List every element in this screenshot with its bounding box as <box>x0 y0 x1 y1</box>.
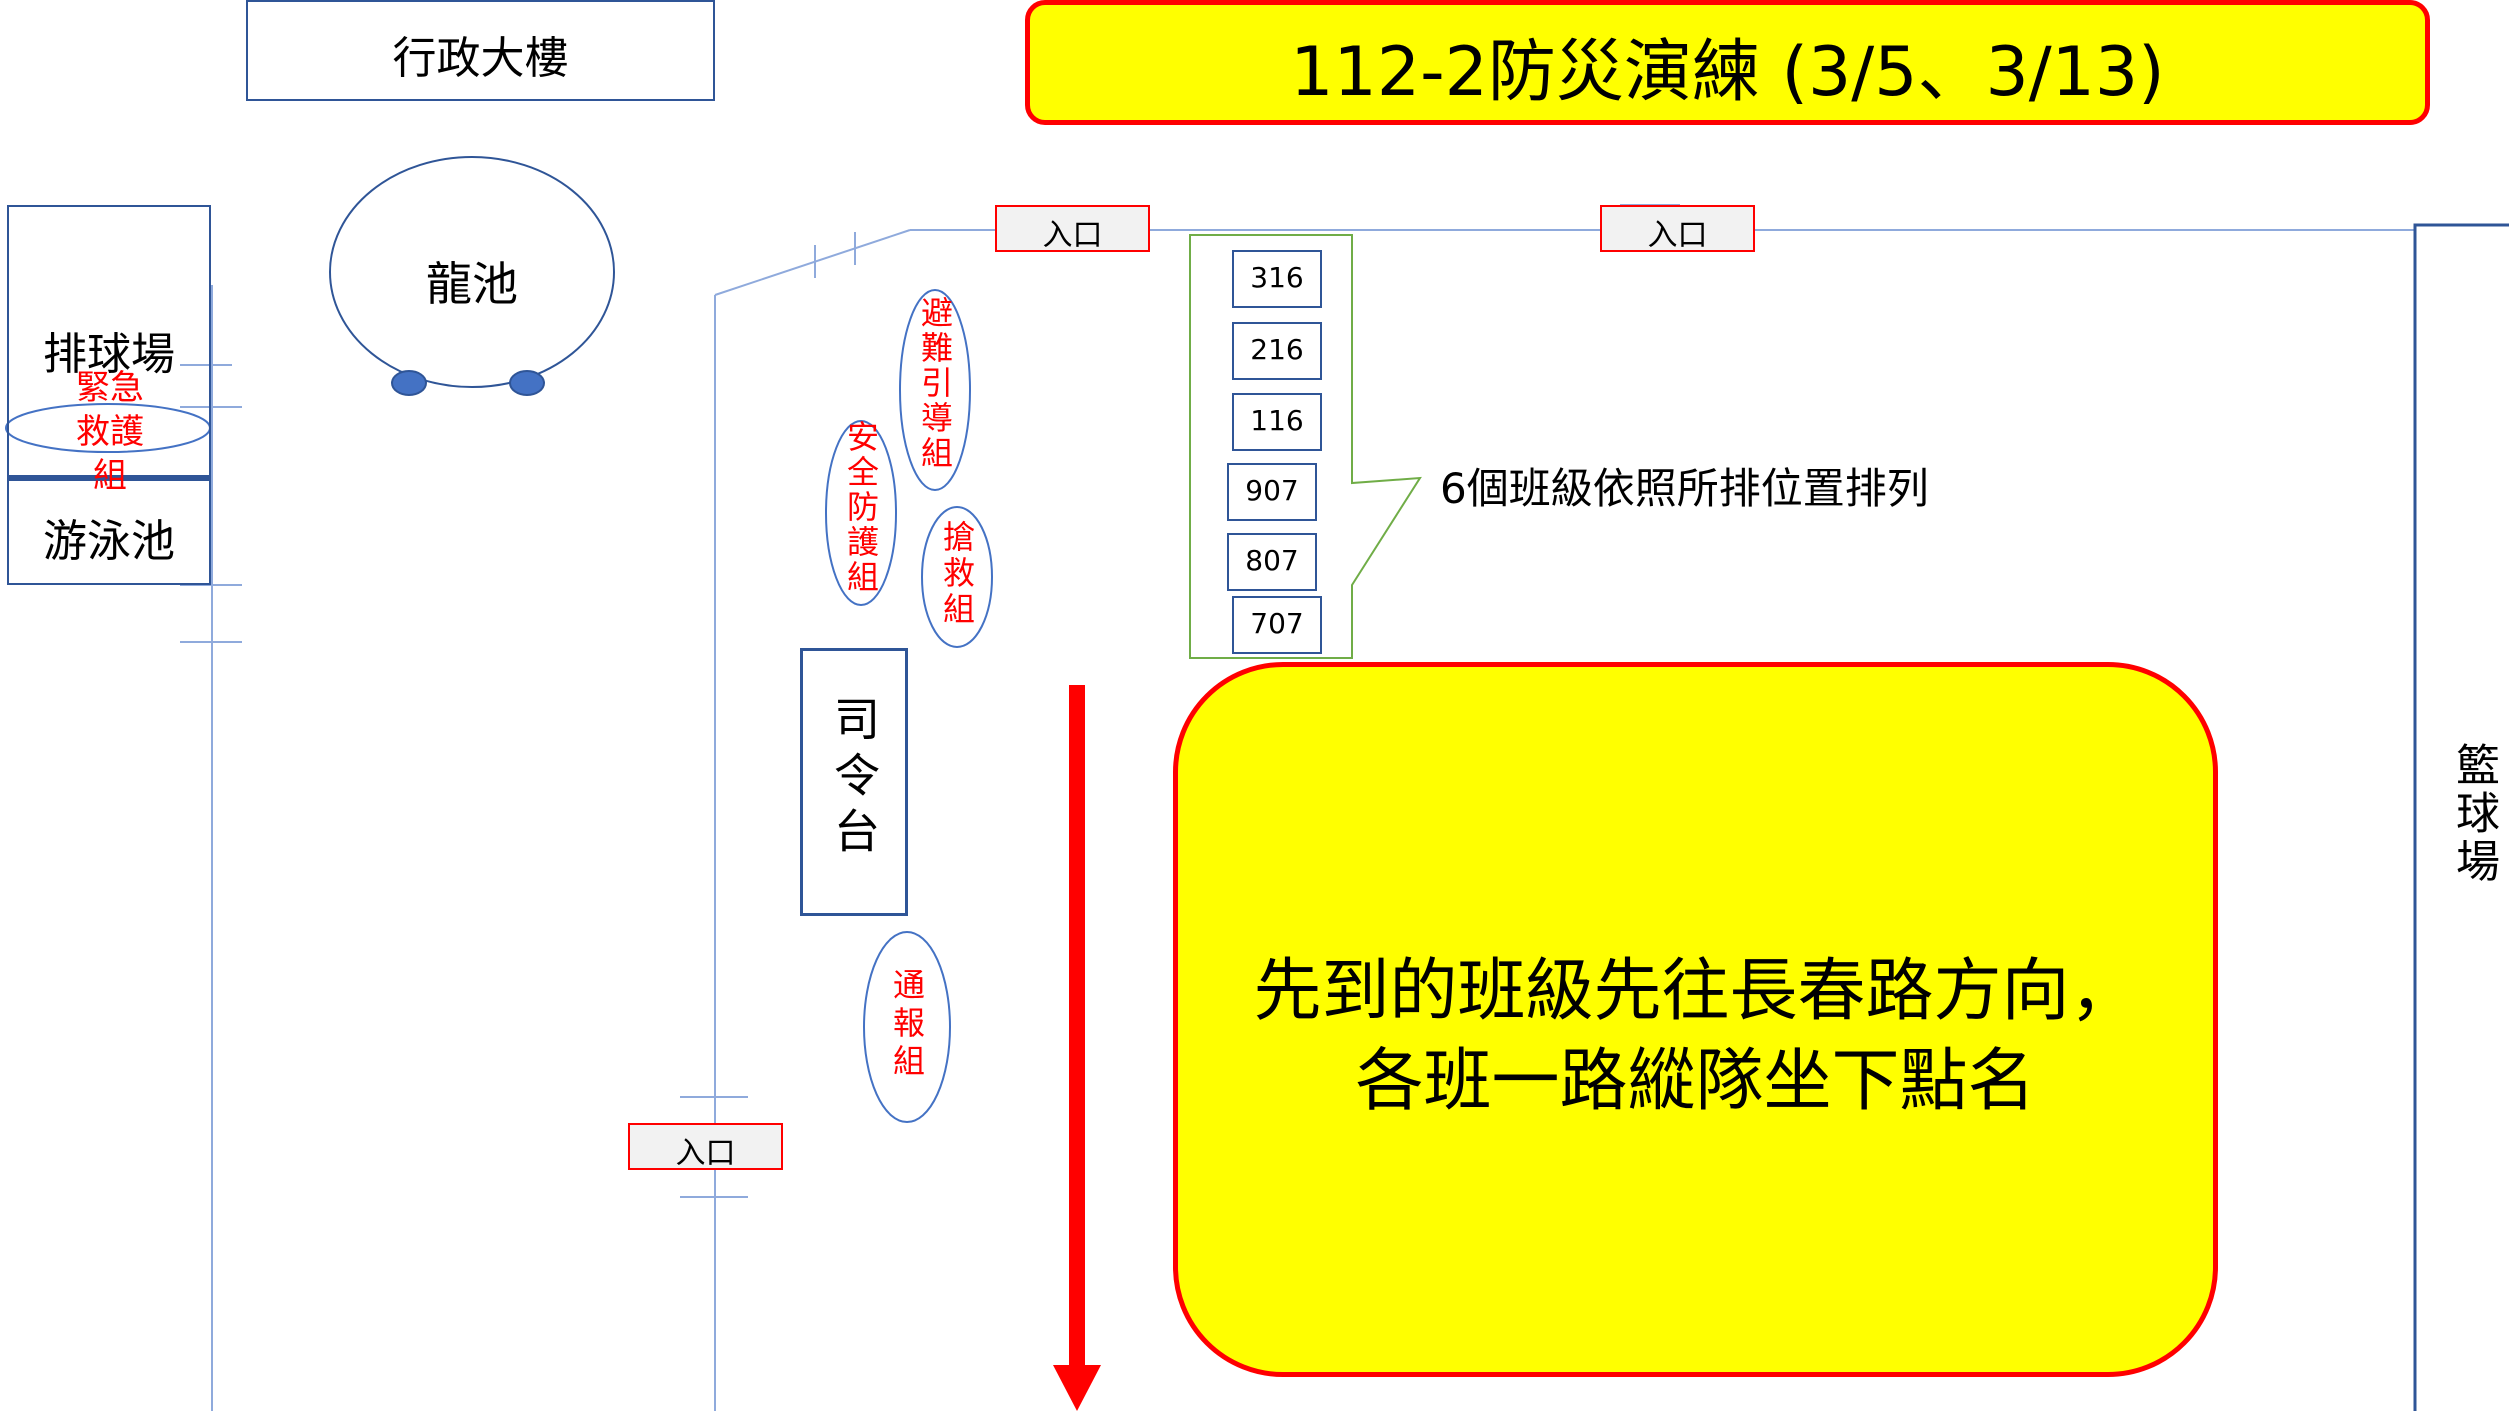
instruction-line-2: 各班一路縱隊坐下點名 <box>1355 1042 2036 1121</box>
entrance-top-right <box>1600 205 1755 252</box>
class-box <box>1232 393 1322 451</box>
class-arrangement-note: 6個班級依照所排位置排列 <box>1440 464 1929 513</box>
down-arrow-icon <box>1053 1365 1101 1411</box>
title-banner <box>1025 0 2430 125</box>
class-box <box>1232 322 1322 380</box>
class-box <box>1227 463 1317 521</box>
instruction-line-1: 先到的班級先往長春路方向， <box>1253 952 2138 1031</box>
class-box <box>1232 250 1322 308</box>
entrance-bottom-label: 入口 <box>675 1136 736 1171</box>
admin-building <box>246 0 715 101</box>
entrance-bottom <box>628 1123 783 1170</box>
entrance-top-left-label: 入口 <box>1042 218 1103 253</box>
class-label: 116 <box>1250 404 1304 437</box>
pond-marker-right <box>509 370 545 396</box>
entrance-top-left <box>995 205 1150 252</box>
class-label: 216 <box>1250 333 1304 366</box>
class-label: 707 <box>1250 607 1304 640</box>
volleyball-court <box>7 205 211 477</box>
admin-building-label: 行政大樓 <box>392 33 569 84</box>
swimming-pool-label: 游泳池 <box>43 516 175 567</box>
class-label: 907 <box>1245 474 1299 507</box>
class-label: 316 <box>1250 261 1304 294</box>
podium-label: 司令台 <box>827 695 881 863</box>
safety-protection-group: 安全防護組 <box>842 420 880 595</box>
swimming-pool <box>7 477 211 585</box>
page-title: 112-2防災演練 (3/5、3/13) <box>1290 33 2165 112</box>
notification-group: 通報組 <box>888 968 926 1082</box>
volleyball-court-label: 排球場 <box>43 329 175 380</box>
instruction-box <box>1173 662 2218 1377</box>
class-box <box>1232 596 1322 654</box>
emergency-rescue-group: 緊急救護組 <box>76 368 144 496</box>
entrance-top-right-label: 入口 <box>1647 218 1708 253</box>
podium <box>800 648 908 916</box>
pond-label: 龍池 <box>426 257 518 311</box>
pond-marker-left <box>391 370 427 396</box>
evacuation-guide-group: 避難引導組 <box>916 296 954 471</box>
basketball-court-label: 籃球場 <box>2448 742 2499 886</box>
class-label: 807 <box>1245 544 1299 577</box>
class-box <box>1227 533 1317 591</box>
rescue-group: 搶救組 <box>938 520 976 628</box>
